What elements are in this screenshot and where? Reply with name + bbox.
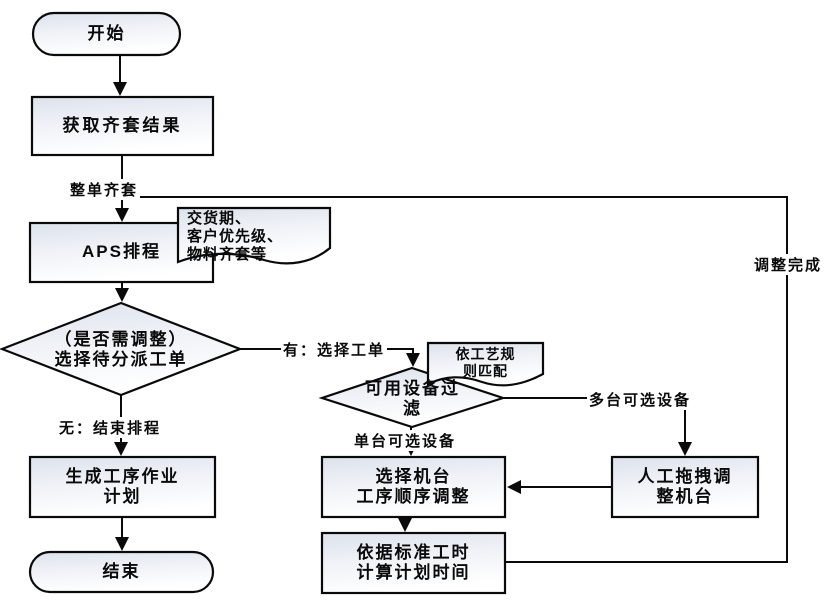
- arrowhead-down-icon: [115, 208, 129, 222]
- edge-label-single-device: 单台可选设备: [352, 430, 459, 451]
- generate-plan-process-shape: [28, 455, 217, 519]
- delivery-document-shape: [176, 206, 332, 265]
- get-result-process-shape: [30, 95, 215, 157]
- edge-label-whole-order-ready: 整单齐套: [68, 179, 141, 200]
- arrowhead-down-icon: [398, 518, 412, 532]
- end-terminator-shape: [28, 550, 215, 594]
- start-terminator-shape: [31, 11, 182, 57]
- manual-drag-process-shape: [610, 455, 760, 519]
- arrowhead-down-icon: [115, 288, 129, 302]
- decide-adjust-decision-shape: [0, 301, 244, 397]
- edge-label-no-end-scheduling: 无：结束排程: [57, 417, 164, 438]
- arrowhead-down-icon: [678, 442, 692, 456]
- edge-adjust-done-feedback: [122, 196, 788, 563]
- edge-label-adjust-done: 调整完成: [752, 254, 825, 275]
- edge-label-multi-device: 多台可选设备: [587, 389, 694, 410]
- select-machine-process-shape: [320, 455, 507, 519]
- calc-time-process-shape: [320, 531, 507, 595]
- arrowhead-down-icon: [114, 442, 128, 456]
- arrowhead-down-icon: [115, 537, 129, 551]
- arrowhead-down-icon: [113, 82, 127, 96]
- edge-label-yes-select-order: 有：选择工单: [281, 339, 388, 360]
- device-filter-decision-shape: [318, 366, 507, 429]
- arrowhead-left-icon: [507, 480, 521, 494]
- rule-document-shape: [426, 341, 545, 387]
- arrowhead-down-icon: [406, 353, 420, 367]
